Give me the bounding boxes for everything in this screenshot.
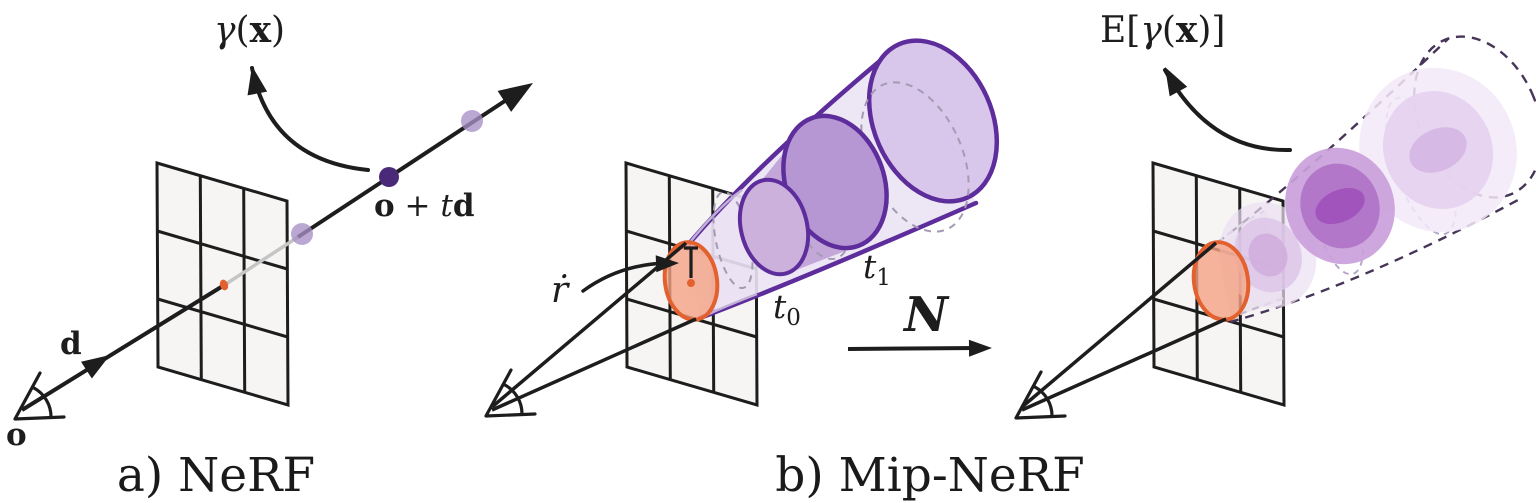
expected-gamma-label: E[γ(x)]: [1100, 9, 1225, 51]
gaussian-blob-mid: [1285, 147, 1395, 265]
origin-label: o: [6, 417, 27, 453]
cone-silhouette-lower: [697, 200, 979, 321]
t0-label: t0: [773, 287, 801, 331]
gaussian-blob-far: [1359, 67, 1517, 233]
view-ray-lower-c: [1021, 317, 1227, 412]
panel-a-nerf: γ(x) o + td d o a) NeRF: [6, 9, 540, 503]
cone-opening-disk: [866, 38, 1000, 204]
pixel-hit-dot: [219, 279, 229, 291]
caption-b: b) Mip-NeRF: [775, 448, 1084, 503]
ray-direction-arrowhead-icon: [81, 346, 116, 379]
encoding-arrowhead-icon-a: [242, 64, 268, 96]
t0-disk: [737, 177, 811, 277]
sample-point-light-2: [461, 110, 483, 132]
pixel-footprint-c: [1191, 240, 1251, 322]
camera-icon-a: [13, 371, 66, 421]
radius-label: ṙ: [551, 270, 570, 311]
caption-a: a) NeRF: [117, 448, 315, 503]
view-ray-upper-b: [490, 241, 688, 409]
ray-point-label: o + td: [374, 188, 475, 224]
sample-point-dark: [379, 167, 399, 187]
encoding-arrow-c: [1163, 68, 1292, 153]
encoding-arrowhead-icon-c: [1156, 62, 1188, 97]
cone-silhouette-upper-occluded: [686, 188, 743, 247]
camera-ray-occluded-segment: [225, 235, 299, 286]
sample-point-light-1: [291, 223, 313, 245]
pixel-radius-tick: [684, 246, 698, 278]
encoding-arrow-a: [250, 66, 370, 172]
transform-arrow: [847, 346, 979, 351]
direction-label: d: [60, 326, 82, 362]
camera-ray-front-segment: [20, 282, 228, 412]
panel-c-gaussians: E[γ(x)]: [1014, 9, 1536, 420]
ray-tip-arrowhead-icon: [497, 72, 540, 112]
gamma-encoding-label: γ(x): [214, 9, 285, 51]
dashed-cone-lower: [1229, 198, 1519, 324]
view-ray-upper-c: [1020, 241, 1218, 409]
view-ray-lower-b: [491, 317, 697, 412]
transform-arrowhead-icon: [968, 339, 993, 357]
t1-label: t1: [863, 247, 891, 291]
gaussian-symbol: N: [902, 287, 950, 343]
pixel-center-dot: [687, 279, 695, 287]
panel-b-mipnerf: ṙ t0 t1 N b) Mip-NeRF: [484, 38, 1085, 503]
